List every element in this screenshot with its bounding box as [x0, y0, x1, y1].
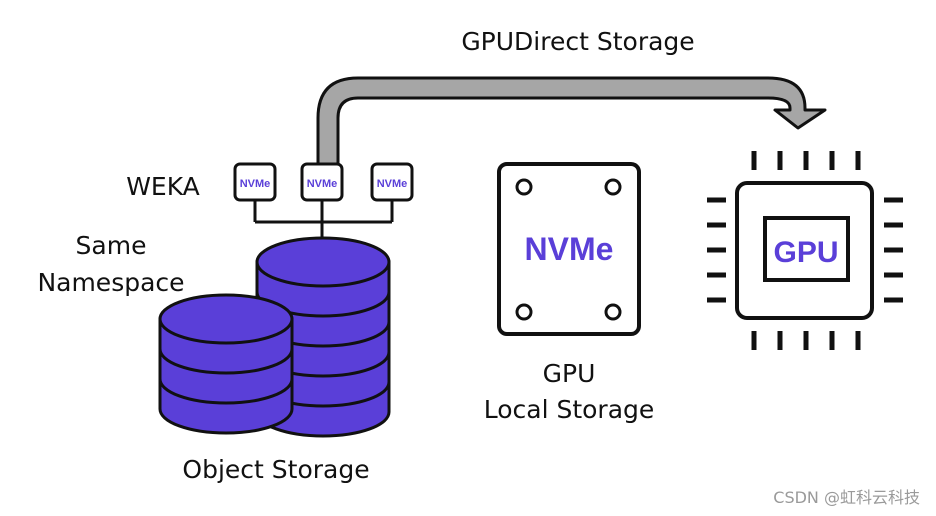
gpudirect-label: GPUDirect Storage	[461, 27, 694, 56]
database-layer-line	[158, 348, 294, 375]
same-namespace-label-line2: Namespace	[37, 268, 184, 297]
nvme-chip-2: NVMe	[300, 162, 344, 202]
database-top	[158, 293, 294, 345]
gpu-chip-label: GPU	[773, 236, 838, 269]
nvme-card-label: NVMe	[525, 231, 614, 267]
nvme-chip-1: NVMe	[233, 162, 277, 202]
nvme-chip-3: NVMe	[370, 162, 414, 202]
database-layer-line	[158, 378, 294, 405]
gpudirect-arrow	[316, 76, 827, 170]
database-body	[158, 317, 294, 435]
database-stack-front-icon	[158, 293, 294, 435]
weka-label: WEKA	[126, 172, 200, 201]
nvme-connector-lines	[253, 200, 394, 237]
database-top	[255, 236, 391, 288]
watermark: CSDN @虹科云科技	[773, 488, 920, 507]
gpu-chip-icon: GPU	[707, 151, 903, 350]
nvme-card-icon: NVMe	[497, 162, 641, 336]
nvme-chip-2-label: NVMe	[307, 178, 338, 190]
nvme-chip-1-label: NVMe	[240, 178, 271, 190]
gpu-local-storage-label-line1: GPU	[543, 359, 596, 388]
gpu-local-storage-label-line2: Local Storage	[484, 395, 655, 424]
nvme-chip-3-label: NVMe	[377, 178, 408, 190]
object-storage-label: Object Storage	[182, 455, 369, 484]
same-namespace-label-line1: Same	[76, 231, 147, 260]
